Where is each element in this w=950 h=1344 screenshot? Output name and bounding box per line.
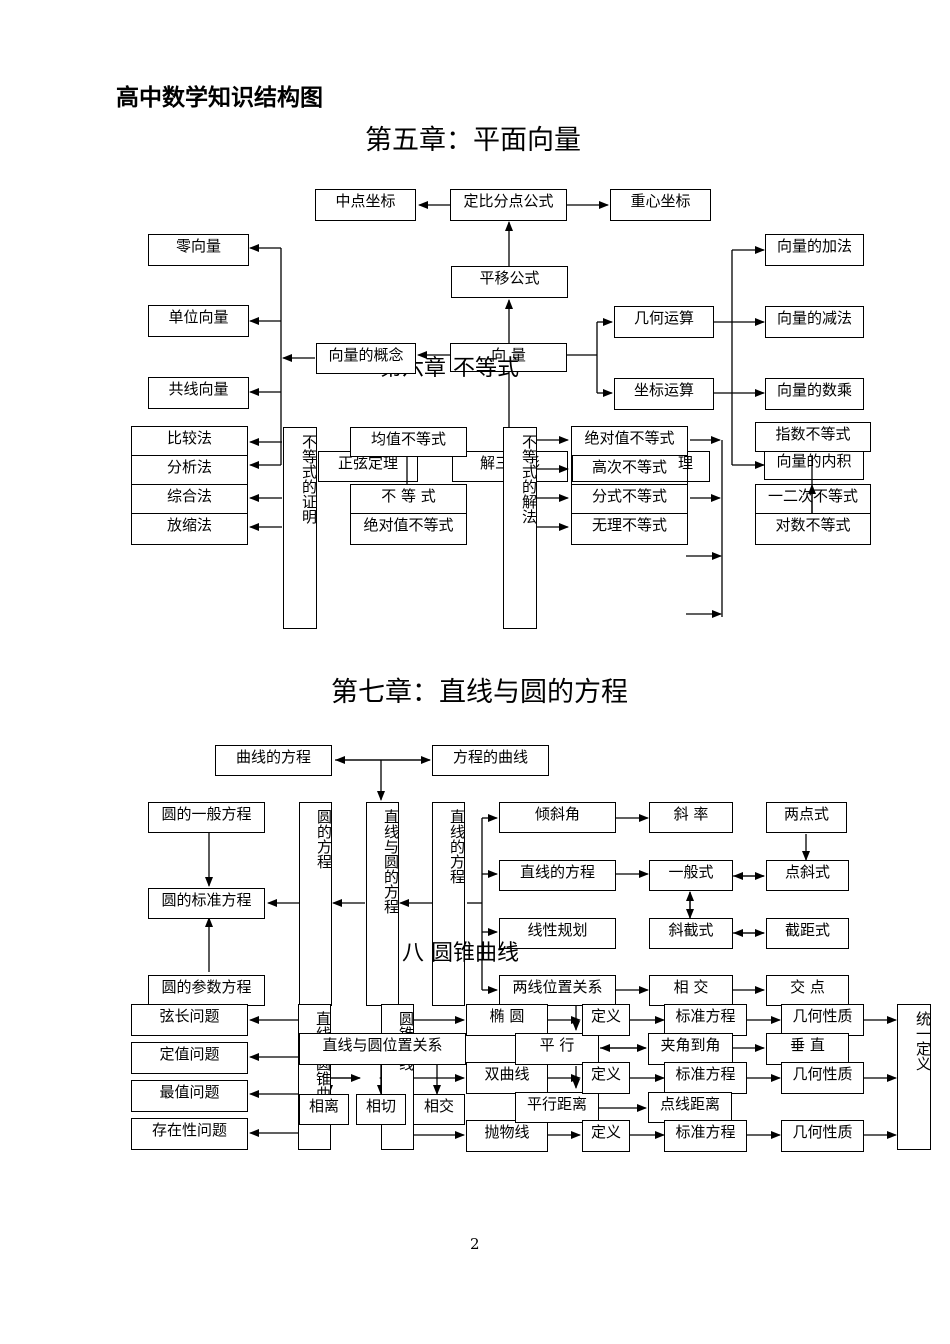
general-form-box: 一般式 (649, 860, 733, 891)
zero-vector-box: 零向量 (148, 234, 249, 266)
document-title: 高中数学知识结构图 (116, 84, 323, 111)
vector-sub-box: 向量的减法 (765, 306, 864, 338)
vector-box: 向 量 (450, 343, 567, 372)
translation-box: 平移公式 (451, 266, 568, 298)
ellipse-property-box: 几何性质 (781, 1004, 864, 1036)
ineq-box: 不 等 式 (350, 484, 467, 514)
perpendicular-box: 垂 直 (766, 1033, 849, 1065)
line-circle-equation-vbox: 直线与圆的方程 (366, 802, 399, 1006)
slope-box: 斜 率 (649, 802, 733, 833)
ineq-proof-vbox: 不等式的证明 (283, 427, 317, 629)
midpoint-box: 中点坐标 (315, 189, 416, 221)
curve-equation-box: 曲线的方程 (215, 745, 332, 776)
geometric-op-box: 几何运算 (614, 306, 714, 338)
abs-ineq-left-box: 绝对值不等式 (350, 513, 467, 545)
point-line-distance-box: 点线距离 (648, 1092, 732, 1123)
log-ineq-box: 对数不等式 (755, 513, 871, 545)
scaling-box: 放缩法 (131, 513, 248, 545)
abs-ineq-right-box: 绝对值不等式 (571, 426, 688, 456)
vector-add-box: 向量的加法 (765, 234, 864, 266)
ellipse-box: 椭 圆 (466, 1004, 548, 1036)
chord-problem-box: 弦长问题 (131, 1004, 248, 1036)
synthesis-box: 综合法 (131, 484, 248, 514)
section-formula-box: 定比分点公式 (450, 189, 567, 221)
intersect-small-box: 相交 (413, 1094, 465, 1125)
existence-box: 存在性问题 (131, 1118, 248, 1150)
separate-box: 相离 (299, 1094, 349, 1125)
point-slope-box: 点斜式 (766, 860, 849, 891)
intersect-box: 相 交 (649, 975, 733, 1006)
comparison-box: 比较法 (131, 426, 248, 456)
ellipse-standard-box: 标准方程 (664, 1004, 747, 1036)
coordinate-op-box: 坐标运算 (614, 378, 714, 410)
circle-equation-vbox: 圆的方程 (299, 802, 332, 1006)
line-equation-box: 直线的方程 (499, 860, 616, 891)
slope-intercept-box: 斜截式 (649, 918, 733, 949)
vector-concept-box: 向量的概念 (316, 343, 416, 374)
chapter7-heading: 第七章：直线与圆的方程 (331, 677, 628, 708)
inclination-box: 倾斜角 (499, 802, 616, 833)
vector-inner-box: 向量的内积 (764, 449, 864, 480)
parabola-standard-box: 标准方程 (664, 1120, 747, 1152)
irrational-ineq-box: 无理不等式 (571, 513, 688, 545)
high-order-ineq-box: 高次不等式 (571, 455, 688, 485)
circle-standard-box: 圆的标准方程 (148, 888, 265, 919)
hyperbola-definition-box: 定义 (582, 1062, 630, 1094)
fixed-value-box: 定值问题 (131, 1042, 248, 1074)
parabola-property-box: 几何性质 (781, 1120, 864, 1152)
ineq-solving-vbox: 不等式的解法 (503, 427, 537, 629)
fraction-ineq-box: 分式不等式 (571, 484, 688, 514)
intercept-form-box: 截距式 (766, 918, 849, 949)
tangent-box: 相切 (356, 1094, 406, 1125)
centroid-box: 重心坐标 (610, 189, 711, 221)
exp-ineq-box: 指数不等式 (755, 422, 871, 452)
unit-vector-box: 单位向量 (148, 305, 249, 337)
extreme-value-box: 最值问题 (131, 1080, 248, 1112)
parabola-definition-box: 定义 (582, 1120, 630, 1152)
hyperbola-box: 双曲线 (466, 1062, 548, 1094)
collinear-vector-box: 共线向量 (148, 377, 249, 409)
conic-vbox: 圆锥曲线 (381, 1004, 414, 1150)
chapter5-heading: 第五章：平面向量 (365, 125, 581, 156)
vector-scalar-box: 向量的数乘 (765, 378, 864, 410)
circle-general-box: 圆的一般方程 (148, 802, 265, 833)
linear-programming-box: 线性规划 (499, 918, 616, 949)
line-conic-vbox: 直线与圆锥曲 (298, 1004, 331, 1150)
unified-definition-vbox: 统一定义 (897, 1004, 931, 1150)
page-number: 2 (470, 1235, 480, 1253)
hyperbola-standard-box: 标准方程 (664, 1062, 747, 1094)
parallel-box: 平 行 (515, 1033, 599, 1065)
line-equation-vbox: 直线的方程 (432, 802, 465, 1006)
hyperbola-property-box: 几何性质 (781, 1062, 864, 1094)
quadratic-ineq-box: 一二次不等式 (755, 484, 871, 514)
ellipse-definition-box: 定义 (582, 1004, 630, 1036)
circle-param-box: 圆的参数方程 (148, 975, 265, 1006)
line-circle-relation-box: 直线与圆位置关系 (299, 1033, 466, 1065)
parabola-box: 抛物线 (466, 1120, 548, 1152)
analysis-box: 分析法 (131, 455, 248, 485)
two-line-relation-box: 两线位置关系 (499, 975, 616, 1006)
intersection-point-box: 交 点 (766, 975, 849, 1006)
mean-ineq-box: 均值不等式 (350, 427, 467, 457)
parallel-distance-box: 平行距离 (515, 1092, 599, 1123)
two-point-box: 两点式 (766, 802, 847, 833)
angle-box: 夹角到角 (648, 1033, 733, 1065)
equation-curve-box: 方程的曲线 (432, 745, 549, 776)
